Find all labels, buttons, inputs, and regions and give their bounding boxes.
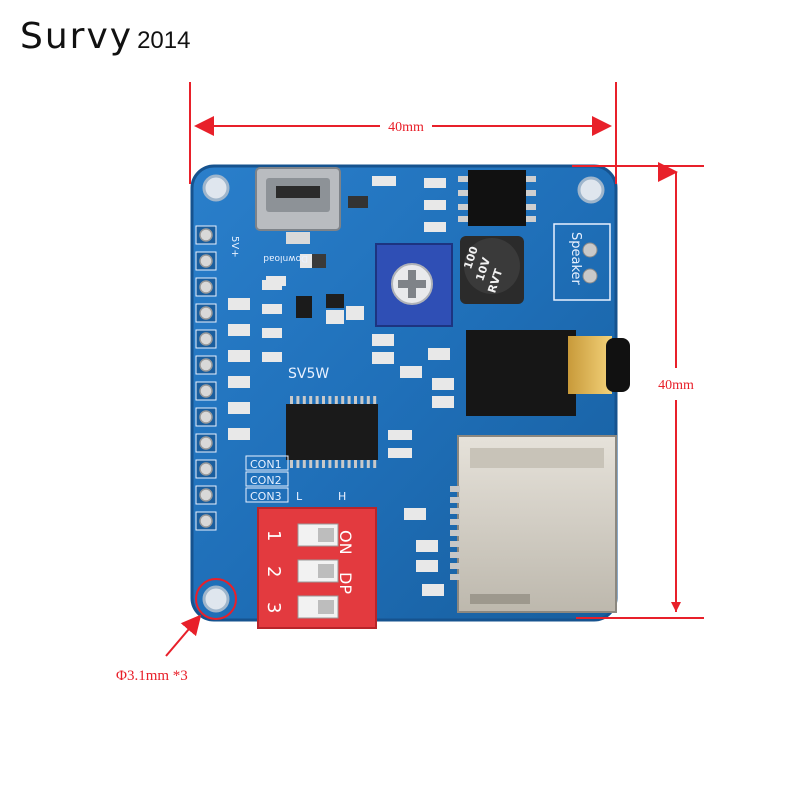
con3-label: CON3 bbox=[250, 490, 282, 503]
potentiometer bbox=[375, 243, 453, 327]
header-pin bbox=[199, 254, 213, 268]
power-label: 5V+ bbox=[229, 236, 240, 258]
chip-label: SV5W bbox=[288, 366, 329, 382]
speaker-label: Speaker bbox=[568, 232, 583, 286]
height-label: 40mm bbox=[658, 378, 694, 393]
header-pin bbox=[199, 514, 213, 528]
con1-label: CON1 bbox=[250, 458, 282, 471]
micro-usb-connector bbox=[255, 167, 341, 244]
header-pin bbox=[199, 384, 213, 398]
width-label: 40mm bbox=[388, 120, 424, 135]
dip-dp-label: DP bbox=[336, 572, 355, 594]
header-pin bbox=[199, 228, 213, 242]
hole-dimension: Φ3.1mm *3 bbox=[116, 578, 237, 684]
mount-hole-top-right bbox=[577, 176, 605, 204]
mount-hole-bottom-left bbox=[202, 585, 230, 613]
electrolytic-capacitor: 100 10V RVT bbox=[460, 236, 524, 304]
dip-number-2: 2 bbox=[263, 566, 284, 577]
brand-name: Survy bbox=[20, 16, 134, 57]
high-label: H bbox=[338, 490, 346, 503]
brand-logo: Survy 2014 bbox=[20, 16, 191, 57]
header-pin bbox=[199, 358, 213, 372]
header-pin bbox=[199, 280, 213, 294]
con2-label: CON2 bbox=[250, 474, 282, 487]
dip-number-1: 1 bbox=[263, 530, 284, 541]
header-pin bbox=[199, 462, 213, 476]
dip-on-label: ON bbox=[336, 530, 355, 555]
config-labels: CON1 CON2 CON3 L H bbox=[245, 455, 346, 503]
width-dimension: 40mm bbox=[189, 82, 617, 184]
height-dimension: 40mm bbox=[572, 162, 704, 619]
amplifier-chip bbox=[458, 170, 536, 226]
dip-number-3: 3 bbox=[263, 602, 284, 613]
pin-header bbox=[195, 225, 217, 531]
pcb-board: 100 10V RVT Speaker SV5W bbox=[190, 164, 630, 629]
low-label: L bbox=[296, 490, 303, 503]
header-pin bbox=[199, 488, 213, 502]
speaker-connector: Speaker bbox=[553, 223, 611, 301]
mount-hole-top-left bbox=[202, 174, 230, 202]
header-pin bbox=[199, 332, 213, 346]
hole-label: Φ3.1mm *3 bbox=[116, 668, 188, 684]
download-label: Download bbox=[263, 253, 308, 263]
sd-card-slot bbox=[450, 435, 617, 613]
header-pin bbox=[199, 436, 213, 450]
dip-switch: ON DP 1 2 3 bbox=[257, 507, 377, 629]
header-pin bbox=[199, 306, 213, 320]
main-chip: SV5W bbox=[286, 366, 378, 468]
header-pin bbox=[199, 410, 213, 424]
audio-jack bbox=[466, 330, 630, 416]
brand-year: 2014 bbox=[137, 27, 191, 54]
